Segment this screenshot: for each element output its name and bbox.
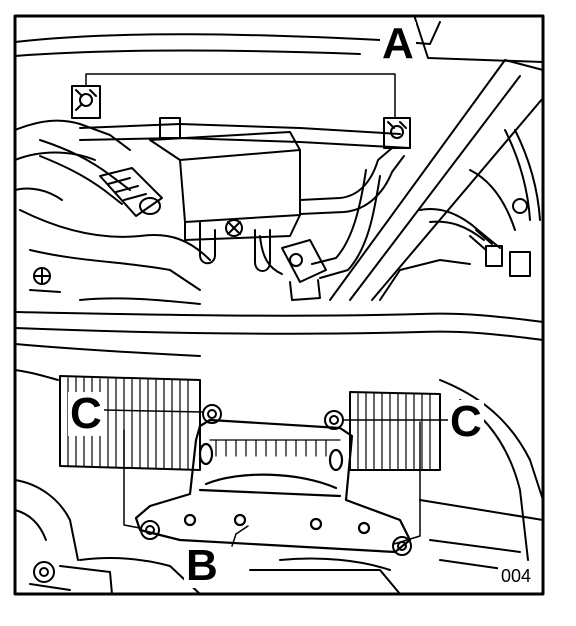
heat-shield-right — [349, 391, 441, 471]
callout-b: B — [184, 541, 220, 590]
lower-sensor — [281, 239, 327, 301]
leader-c-right — [343, 419, 451, 545]
bolt-c-upper-right — [324, 410, 344, 430]
bolt-lower-left — [140, 520, 160, 540]
bolt-c-upper-left — [202, 404, 222, 424]
central-module-box — [149, 131, 301, 272]
hose-connector-left — [99, 167, 163, 217]
figure-number: 004 — [498, 566, 535, 586]
upper-scene — [14, 17, 544, 305]
figure-frame — [13, 14, 545, 596]
mount-bolt-left — [29, 267, 61, 293]
clip-a-right — [383, 117, 411, 149]
leader-b — [231, 525, 249, 547]
lower-scene — [14, 369, 544, 595]
callout-c-right: C — [448, 397, 484, 446]
cross-member — [14, 311, 544, 357]
wiring-harness-right — [419, 129, 541, 277]
center-nut — [225, 219, 243, 237]
leader-c-left — [103, 409, 203, 529]
callout-c-left: C — [68, 389, 104, 438]
callout-a: A — [380, 19, 416, 68]
leader-a — [85, 73, 396, 119]
clip-a-left — [71, 85, 101, 119]
lower-left-hardware — [29, 561, 113, 595]
